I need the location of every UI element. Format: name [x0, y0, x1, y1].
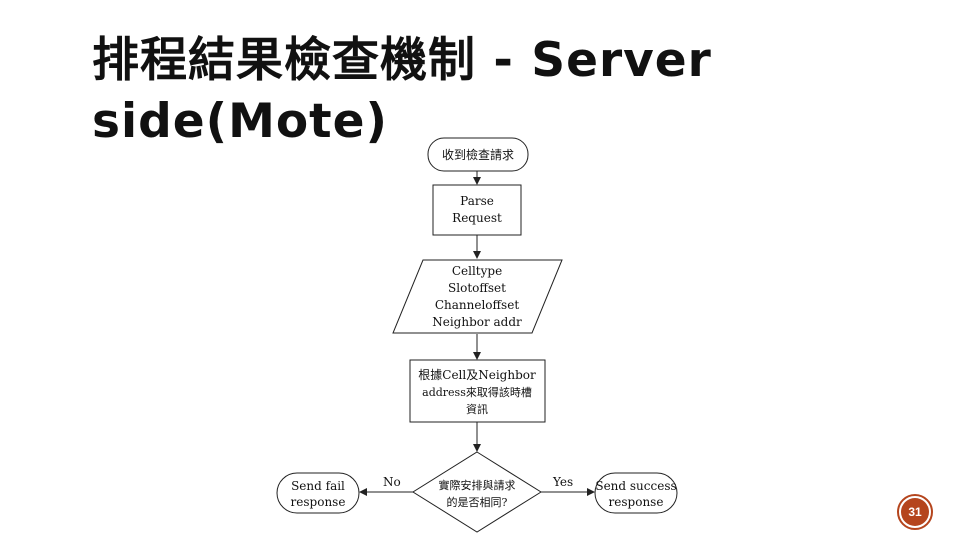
data-label-3: Channeloffset [435, 298, 519, 312]
success-label-1: Send success [595, 479, 676, 493]
decision-diamond [412, 451, 542, 533]
yes-branch-label: Yes [552, 475, 573, 489]
slide-title-line-2: side(Mote) [92, 94, 388, 149]
page-number: 31 [901, 498, 929, 526]
parse-request-box [432, 184, 522, 236]
data-label-2: Slotoffset [448, 281, 506, 295]
success-terminator [594, 472, 678, 514]
parse-label-2: Request [452, 211, 502, 225]
slide-title-line-1: 排程結果檢查機制 - Server [92, 33, 712, 88]
decision-label-1: 實際安排與請求 [439, 478, 516, 492]
page-number-badge: 31 [897, 494, 933, 530]
data-label-1: Celltype [452, 264, 502, 278]
decision-label-2: 的是否相同? [447, 495, 508, 509]
start-label: 收到檢查請求 [442, 147, 514, 162]
fail-terminator [276, 472, 360, 514]
fail-label-1: Send fail [291, 479, 345, 493]
fail-label-2: response [291, 495, 346, 509]
start-terminator [427, 137, 529, 172]
success-label-2: response [609, 495, 664, 509]
no-branch-label: No [383, 475, 401, 489]
lookup-label-3: 資訊 [466, 402, 488, 416]
slide-title: 排程結果檢查機制 - Server side(Mote) [92, 30, 792, 152]
lookup-label-2: address來取得該時槽 [422, 385, 532, 399]
input-data-parallelogram [392, 259, 563, 334]
lookup-box [409, 359, 546, 423]
lookup-label-1: 根據Cell及Neighbor [418, 368, 536, 382]
parse-label-1: Parse [460, 194, 494, 208]
data-label-4: Neighbor addr [432, 315, 522, 329]
